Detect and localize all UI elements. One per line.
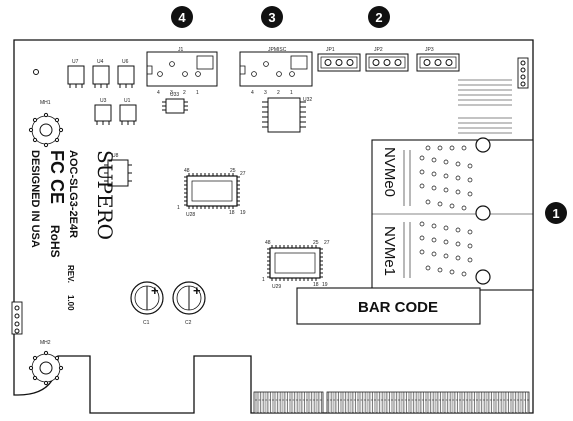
jp3-label: JP3: [425, 47, 434, 53]
via-top-left: [33, 69, 39, 75]
jpmisc-pin-2: 2: [277, 90, 280, 96]
u29-pin-19: 19: [322, 282, 328, 288]
barcode-area: BAR CODE: [296, 287, 481, 325]
callout-1-label: 1: [552, 206, 559, 221]
u7-label: U7: [72, 59, 79, 65]
regulator-u1: U1: [119, 98, 137, 125]
jpmisc-pin-3: 3: [264, 90, 267, 96]
u6-label: U6: [122, 59, 129, 65]
u32-label: U32: [303, 97, 312, 103]
jumper-jp2: JP2: [365, 47, 409, 72]
jp2-label: JP2: [374, 47, 383, 53]
u28-pin-48: 48: [184, 168, 190, 174]
brand-logo: SUPERO: [93, 150, 117, 240]
u1-label: U1: [124, 98, 131, 104]
u29-pin-48: 48: [265, 240, 271, 246]
jpmisc-pin-4: 4: [251, 90, 254, 96]
capacitor-c1: + C1: [130, 281, 164, 326]
callout-4-label: 4: [178, 10, 186, 25]
connector-jpmisc: JPMISC 4 3 2 1: [239, 47, 313, 96]
mounting-hole-mh1: MH1: [28, 100, 64, 148]
callout-4: 4: [171, 6, 193, 28]
jpmisc-pin-1: 1: [290, 90, 293, 96]
chip-u29: 48 25 27 1 18 19 U29: [262, 240, 330, 290]
jp1-label: JP1: [326, 47, 335, 53]
j1-pin-2: 2: [183, 90, 186, 96]
callout-1: 1: [545, 202, 567, 224]
chip-u28: 48 25 27 1 18 19 U28: [177, 168, 246, 218]
u8-label: U8: [112, 153, 119, 159]
u28-pin-19: 19: [240, 210, 246, 216]
u29-pin-27: 27: [324, 240, 330, 246]
mh2-label: MH2: [40, 340, 51, 346]
connector-j1: J1 4 3 2 1: [146, 47, 218, 96]
u28-label: U28: [186, 212, 195, 218]
rohs-mark: RoHS: [48, 225, 62, 258]
j1-label: J1: [178, 47, 184, 53]
u29-pin-18: 18: [313, 282, 319, 288]
left-header: [11, 301, 23, 335]
c2-label: C2: [185, 320, 192, 326]
j1-pin-4: 4: [157, 90, 160, 96]
c2-plus: +: [193, 283, 201, 298]
u28-pin-18: 18: [229, 210, 235, 216]
jumper-jp3: JP3: [416, 47, 460, 72]
designed-in-usa: DESIGNED IN USA: [29, 150, 41, 248]
j1-pin-3: 3: [170, 90, 173, 96]
u29-label: U29: [272, 284, 281, 290]
callout-3: 3: [261, 6, 283, 28]
edge-connector-long: [326, 391, 530, 414]
rev-label: REV.: [66, 265, 75, 283]
chip-u33: U33: [162, 92, 188, 114]
c1-plus: +: [151, 283, 159, 298]
regulator-u6: U6: [117, 59, 135, 88]
callout-3-label: 3: [268, 10, 275, 25]
u28-pin-1: 1: [177, 205, 180, 211]
chip-u32: U32: [262, 97, 312, 133]
mh1-label: MH1: [40, 100, 51, 106]
callout-2: 2: [368, 6, 390, 28]
barcode-label: BAR CODE: [358, 299, 438, 316]
c1-label: C1: [143, 320, 150, 326]
branding-group: SUPERO AOC-SLG3-2E4R REV. 1.00 FC CE RoH…: [29, 150, 117, 311]
u29-pin-25: 25: [313, 240, 319, 246]
edge-connector-short: [253, 391, 324, 414]
regulator-u3: U3: [94, 98, 112, 125]
capacitor-c2: + C2: [172, 281, 206, 326]
jpmisc-label: JPMISC: [268, 47, 287, 53]
led-labels: [458, 79, 512, 134]
rev-value: 1.00: [66, 295, 75, 311]
u3-label: U3: [100, 98, 107, 104]
j1-pin-1: 1: [196, 90, 199, 96]
u29-pin-1: 1: [262, 277, 265, 283]
regulator-u4: U4: [92, 59, 110, 88]
u33-label: U33: [170, 92, 179, 98]
regulator-u7: U7: [67, 59, 85, 88]
nvme-connector: [371, 137, 534, 291]
jumper-jp1: JP1: [317, 47, 361, 72]
u4-label: U4: [97, 59, 104, 65]
chip-u8: U8: [104, 153, 132, 187]
nvme0-label: NVMe0: [381, 147, 398, 197]
side-header: [517, 57, 529, 89]
mounting-hole-mh2: MH2: [28, 340, 64, 386]
model-number: AOC-SLG3-2E4R: [67, 150, 79, 238]
u28-pin-25: 25: [230, 168, 236, 174]
cert-marks: FC CE: [47, 150, 67, 204]
nvme1-label: NVMe1: [381, 226, 398, 276]
u28-pin-27: 27: [240, 171, 246, 177]
callout-2-label: 2: [375, 10, 382, 25]
